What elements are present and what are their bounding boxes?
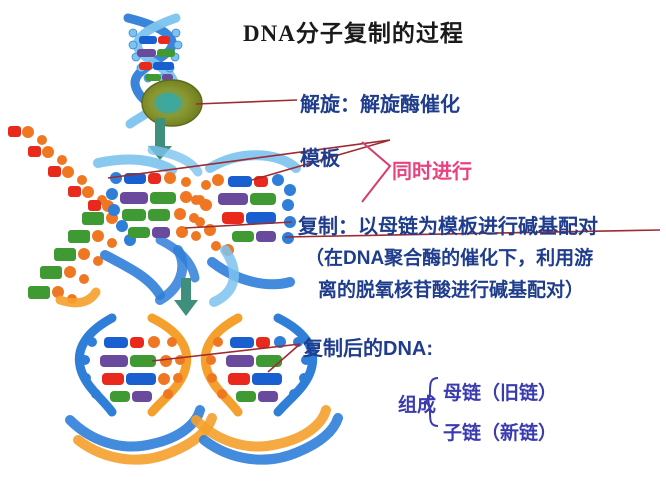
label-after-replication: 复制后的DNA: bbox=[303, 338, 433, 360]
replication-fork bbox=[8, 126, 301, 308]
label-daughter-strand: 子链（新链） bbox=[443, 423, 558, 444]
label-unwinding: 解旋：解旋酶催化 bbox=[300, 94, 460, 116]
daughter-dna-left bbox=[65, 313, 217, 465]
page-title: DNA分子复制的过程 bbox=[243, 21, 464, 46]
label-parent-strand: 母链（旧链） bbox=[443, 383, 558, 404]
label-replication-detail-line1: （在DNA聚合酶的催化下，利用游 bbox=[305, 248, 594, 269]
composition-brace bbox=[423, 377, 439, 427]
arrow-replication bbox=[174, 278, 198, 316]
simultaneous-brace bbox=[361, 141, 392, 203]
label-replication: 复制：以母链为模板进行碱基配对 bbox=[298, 216, 598, 238]
label-replication-detail-line2: 离的脱氧核苷酸进行碱基配对） bbox=[318, 280, 585, 301]
leader-lines bbox=[107, 99, 661, 373]
helicase-enzyme bbox=[141, 79, 203, 127]
label-simultaneous: 同时进行 bbox=[392, 161, 472, 183]
daughter-dna-right bbox=[191, 313, 343, 465]
label-composition: 组成 bbox=[398, 395, 437, 416]
label-template: 模板 bbox=[300, 148, 340, 170]
